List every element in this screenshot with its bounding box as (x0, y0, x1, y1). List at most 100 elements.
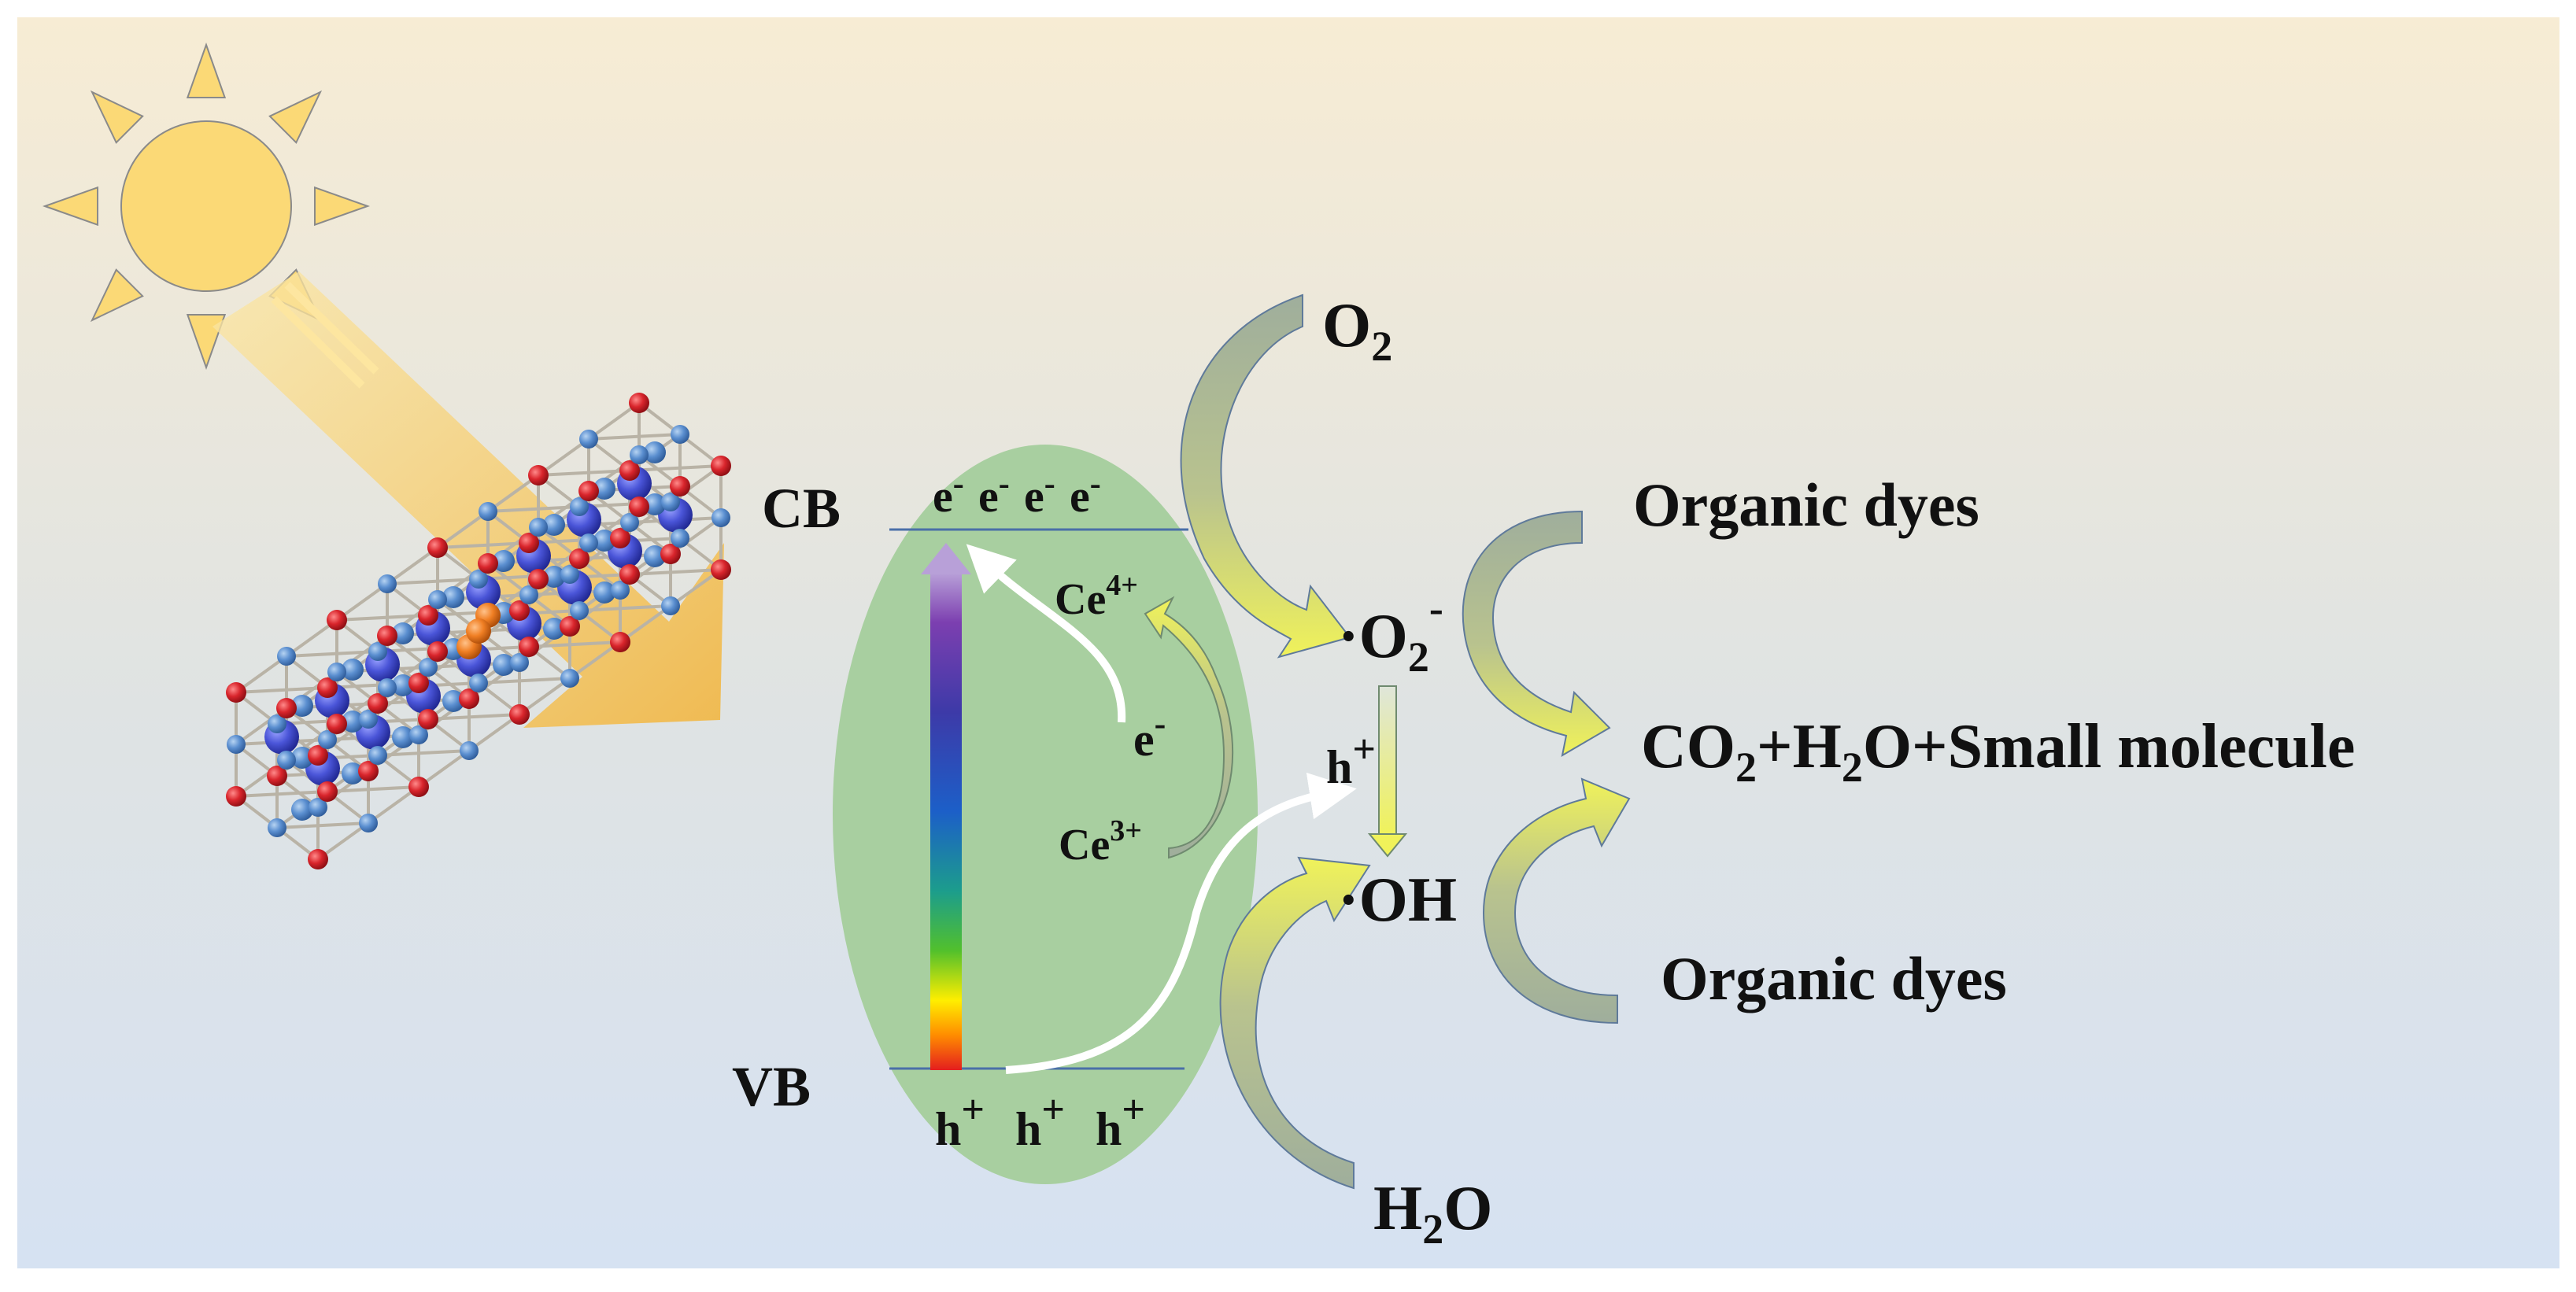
crystal-atom-oxygen (509, 600, 530, 621)
crystal-atom-oxygen (528, 569, 549, 589)
crystal-bond (669, 516, 723, 556)
crystal-atom-metal (419, 658, 438, 677)
crystal-bond (417, 749, 471, 788)
crystal-bond (235, 707, 288, 746)
sun-ray (90, 268, 144, 323)
crystal-atom-oxygen (408, 673, 429, 693)
crystal-atom-metal (519, 585, 538, 604)
crystal-atom-metal (579, 430, 598, 449)
crystal-bond (629, 568, 722, 576)
hole-transfer-arrow (1005, 772, 1357, 1074)
crystal-atom-oxygen (418, 709, 438, 729)
crystal-atom-metal (611, 581, 630, 600)
oxygen-label: O2 (1322, 291, 1392, 370)
crystal-atom-metal (560, 565, 579, 584)
ce4-label: Ce4+ (1055, 569, 1138, 624)
crystal-atom-oxygen (226, 682, 246, 703)
organic-dyes-top-label: Organic dyes (1633, 471, 1979, 539)
crystal-atom-oxygen (528, 465, 549, 485)
crystal-atom-metal (543, 514, 565, 536)
crystal-atom-metal (342, 711, 364, 733)
crystal-atom-metal (620, 513, 639, 532)
crystal-atom-metal (469, 674, 488, 692)
crystal-bond (285, 618, 338, 658)
crystal-atom-oxygen (308, 849, 328, 869)
cb-electron: e- (978, 466, 1010, 522)
crystal-atom-oxygen (619, 564, 640, 585)
crystal-bond (436, 510, 490, 549)
crystal-atom-metal (327, 663, 346, 681)
crystal-atom-metal (277, 751, 296, 770)
crystal-atom-oxygen (610, 528, 630, 548)
cerium-redox-cycle-arrow (1144, 596, 1234, 859)
crystal-atom-metal (409, 725, 428, 744)
crystal-atom-oxygen (368, 693, 388, 714)
crystal-atom-oxygen (427, 537, 448, 558)
crystal-atom-metal (342, 659, 364, 681)
crystal-atom-metal (661, 493, 680, 511)
crystal-atom-oxygen (308, 745, 328, 766)
water-label: H2O (1373, 1174, 1492, 1253)
crystal-atom-oxygen (670, 476, 690, 496)
vb-holes: h+ h+ h+ (935, 1087, 1145, 1155)
crystal-atom-oxygen (358, 761, 379, 781)
crystal-bond (619, 604, 672, 644)
ce3-label: Ce3+ (1059, 814, 1142, 869)
crystal-atom-oxygen (478, 553, 498, 574)
crystal-atom-metal (291, 695, 313, 717)
cb-electron: e- (933, 466, 964, 522)
crystal-atom-metal (630, 445, 649, 464)
crystal-atom-metal (543, 566, 565, 588)
crystal-atom-metal (442, 690, 464, 712)
crystal-atom-metal (428, 590, 447, 609)
crystal-atom-metal (579, 533, 598, 552)
crystal-bond (478, 677, 571, 685)
crystal-bond (588, 433, 681, 441)
crystal-atom-metal (378, 574, 397, 593)
crystal-atom-oxygen (408, 777, 429, 797)
crystal-atom-oxygen (629, 496, 649, 517)
light-beam-arrow-icon (213, 271, 724, 728)
crystal-atom-metal (510, 653, 529, 672)
crystal-atom-metal (392, 726, 414, 748)
semiconductor-particle (833, 445, 1258, 1184)
hole-to-hydroxyl-arrow (1367, 685, 1408, 858)
electron-excitation-arrow (966, 544, 1126, 723)
crystal-atom-oxygen (418, 605, 438, 626)
crystal-atom-metal (277, 647, 296, 666)
crystal-atom-metal (593, 581, 615, 604)
vb-label: VB (732, 1055, 811, 1118)
products-label: CO2+H2O+Small molecule (1641, 712, 2355, 791)
cb-electron: e- (1070, 466, 1101, 522)
crystal-atom-oxygen (519, 533, 539, 553)
crystal-atom-metal (479, 502, 497, 521)
crystal-atom-metal (671, 425, 689, 444)
crystal-atom-metal (644, 493, 666, 515)
crystal-bond (427, 713, 520, 721)
oxygen-reduction-arrow (1180, 293, 1351, 659)
sun-ray (186, 42, 227, 99)
crystal-atom-oxygen (619, 460, 640, 481)
crystal-atom-oxygen (519, 637, 539, 657)
crystal-atom-metal (493, 654, 515, 676)
sun-disk (120, 120, 292, 292)
crystal-atom-oxygen (711, 559, 731, 580)
crystal-atom-metal (268, 714, 286, 733)
crystal-atom-metal (368, 746, 387, 765)
spectrum-bar-icon (921, 543, 971, 1070)
crystal-structure-icon (226, 393, 731, 869)
cb-label: CB (762, 477, 841, 540)
crystal-atom-metal (593, 530, 615, 552)
crystal-bond (335, 582, 389, 622)
crystal-atom-metal (359, 710, 378, 729)
vb-hole: h+ (1015, 1087, 1065, 1155)
vb-hole: h+ (935, 1087, 985, 1155)
crystal-bond (669, 568, 723, 607)
sun-ray (42, 186, 99, 227)
hydroxyl-radical-label: ·OH (1338, 866, 1457, 935)
crystal-bond (578, 604, 671, 612)
crystal-atom-metal (593, 478, 615, 500)
electron-label: e- (1133, 704, 1166, 766)
crystal-atom-metal (268, 818, 286, 837)
